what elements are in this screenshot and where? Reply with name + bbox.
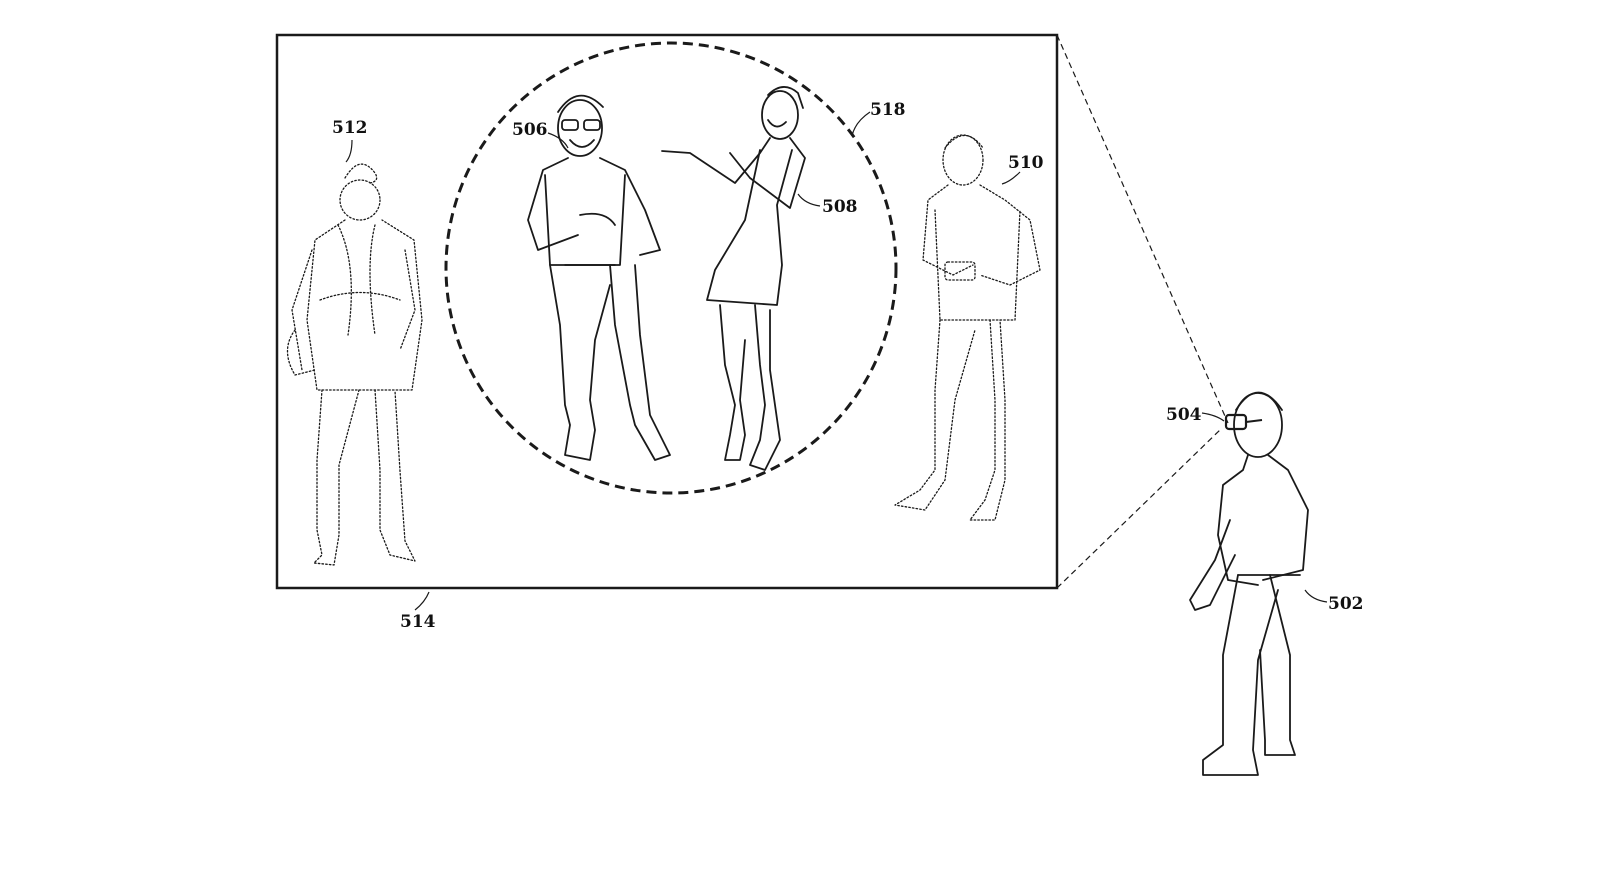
person-512-figure <box>286 163 423 566</box>
label-514: 514 <box>400 612 436 632</box>
label-510: 510 <box>1008 153 1044 173</box>
label-502: 502 <box>1328 594 1364 614</box>
headset-504-device <box>1224 413 1263 431</box>
projection-lines <box>1056 34 1229 589</box>
focus-region-circle <box>444 41 898 495</box>
leader-lines <box>345 111 1328 611</box>
person-502-user-figure <box>1189 391 1309 776</box>
label-508: 508 <box>822 197 858 217</box>
label-504: 504 <box>1166 405 1202 425</box>
person-506-figure <box>527 94 671 461</box>
person-508-figure <box>661 86 806 471</box>
display-view-frame <box>275 33 1059 590</box>
label-518: 518 <box>870 100 906 120</box>
person-510-figure <box>894 134 1041 521</box>
label-506: 506 <box>512 120 548 140</box>
label-512: 512 <box>332 118 368 138</box>
